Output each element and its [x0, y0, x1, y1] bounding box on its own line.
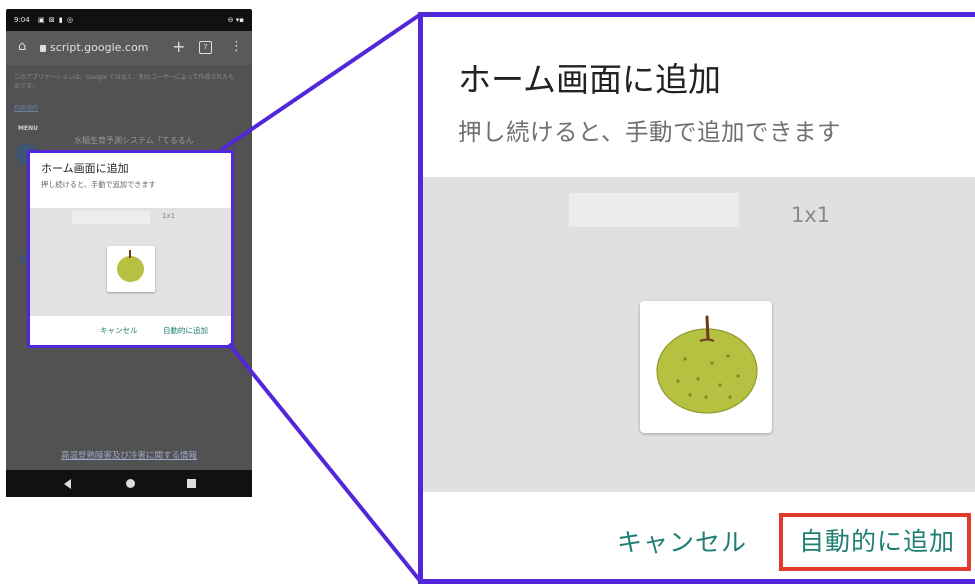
back-icon[interactable]: [64, 479, 71, 489]
small-widget-name-placeholder: [72, 211, 150, 224]
widget-size-label: 1x1: [791, 203, 831, 227]
more-menu-icon[interactable]: ⋮: [230, 39, 243, 54]
widget-name-placeholder: [569, 193, 739, 227]
zoomed-add-to-home-dialog: ホーム画面に追加 押し続けると、手動で追加できます 1x1 キャンセル 自動的に…: [418, 12, 975, 584]
small-cancel-button[interactable]: キャンセル: [100, 326, 138, 335]
status-bar: 9:04 ▣ ⊠ ▮ ◎ ⊖ ▾▪: [6, 9, 252, 31]
tabs-icon[interactable]: 7: [199, 41, 212, 54]
recents-icon[interactable]: [187, 479, 196, 488]
dialog-subtitle: 押し続けると、手動で追加できます: [458, 118, 842, 146]
home-button-icon[interactable]: [126, 479, 135, 488]
zoom-line-top: [219, 12, 423, 152]
small-widget-size: 1x1: [162, 212, 176, 220]
small-widget-card[interactable]: [107, 246, 155, 292]
pear-icon: [117, 256, 144, 282]
url-text: script.google.com: [50, 41, 149, 54]
browser-address-bar: ⌂ script.google.com + 7 ⋮: [6, 31, 252, 65]
small-dialog-subtitle: 押し続けると、手動で追加できます: [41, 180, 156, 189]
terms-link[interactable]: 利用規約: [14, 105, 39, 112]
small-dialog-title: ホーム画面に追加: [41, 162, 129, 175]
url-field[interactable]: script.google.com: [40, 39, 160, 57]
small-add-automatically-button[interactable]: 自動的に追加: [163, 326, 208, 335]
new-tab-icon[interactable]: +: [172, 37, 186, 56]
small-add-to-home-dialog: ホーム画面に追加 押し続けると、手動で追加できます 1x1 キャンセル 自動的に…: [27, 150, 234, 348]
lock-icon: [40, 44, 46, 52]
status-time: 9:04: [14, 16, 30, 24]
notification-icons: ▣ ⊠ ▮ ◎: [38, 16, 75, 24]
footer-link[interactable]: 高温登熟障害及び冷害に関する情報: [60, 451, 197, 461]
app-notice: このアプリケーションは、Google ではなく、別のユーザーによって作成されたも…: [14, 74, 235, 90]
widget-card[interactable]: [640, 301, 772, 433]
widget-preview-area: 1x1: [423, 177, 975, 492]
add-automatically-button[interactable]: 自動的に追加: [779, 513, 971, 571]
pear-icon: [656, 315, 758, 414]
dialog-title: ホーム画面に追加: [458, 60, 722, 99]
page-title-snippet: 水稲生育予測システム「てるるん: [74, 136, 194, 145]
android-nav-bar: [6, 470, 252, 497]
system-icons: ⊖ ▾▪: [227, 16, 244, 24]
pear-stem: [129, 250, 131, 258]
zoom-line-bottom: [227, 342, 423, 584]
home-icon[interactable]: ⌂: [18, 39, 27, 54]
small-widget-preview: 1x1: [30, 208, 231, 316]
menu-label: MENU: [18, 125, 38, 132]
cancel-button[interactable]: キャンセル: [617, 528, 748, 557]
list-bullet: [20, 255, 28, 263]
